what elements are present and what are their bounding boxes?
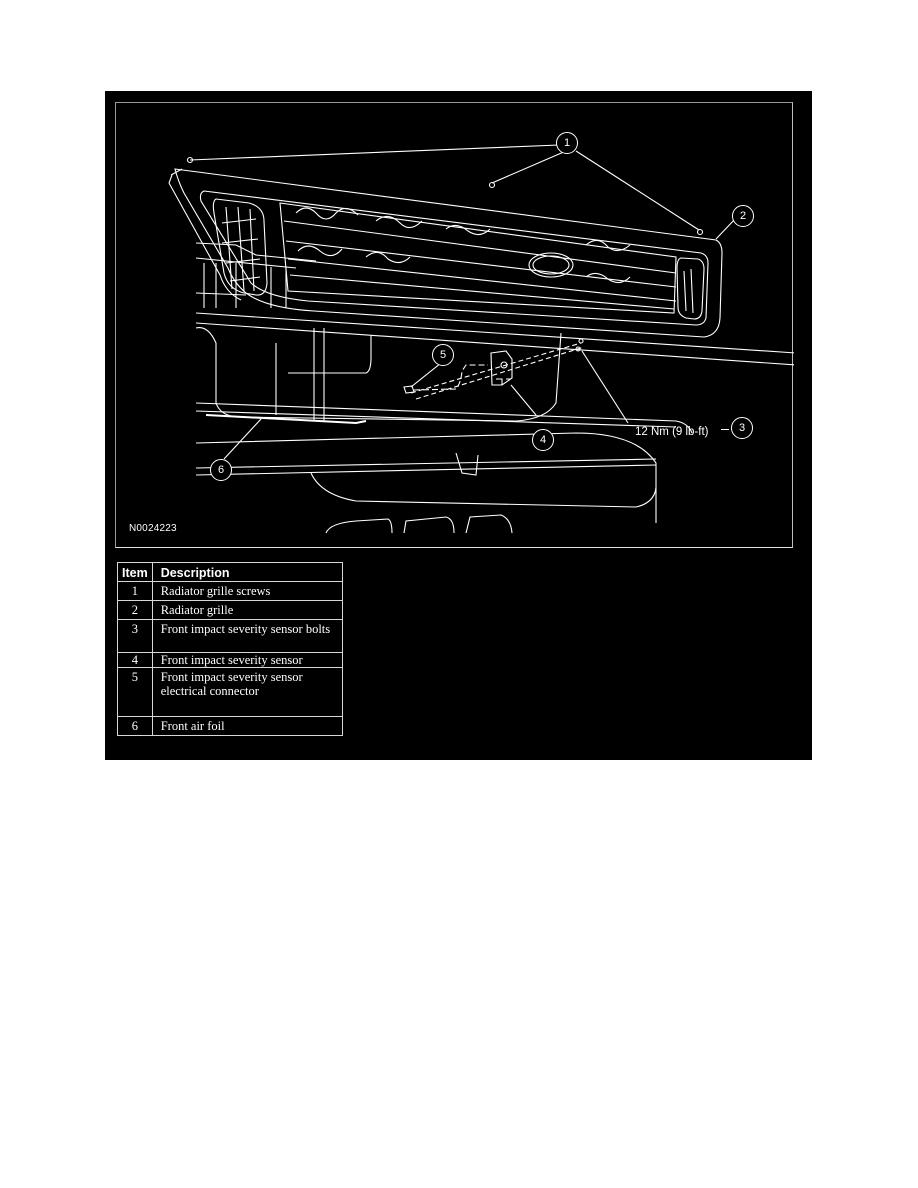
column-header-item: Item bbox=[117, 562, 153, 582]
table-row: 6 Front air foil bbox=[117, 716, 344, 736]
callout-6: 6 bbox=[210, 459, 232, 481]
item-description: Front air foil bbox=[151, 716, 344, 736]
column-header-description: Description bbox=[151, 562, 344, 582]
item-description: Radiator grille screws bbox=[151, 581, 344, 601]
callout-5: 5 bbox=[432, 344, 454, 366]
item-number: 6 bbox=[117, 716, 153, 736]
table-row: 3 Front impact severity sensor bolts bbox=[117, 619, 344, 653]
item-number: 4 bbox=[117, 652, 153, 668]
figure-id: N0024223 bbox=[129, 523, 177, 534]
table-row: 5 Front impact severity sensor electrica… bbox=[117, 667, 344, 717]
item-description: Front impact severity sensor bbox=[151, 652, 344, 668]
item-number: 3 bbox=[117, 619, 153, 653]
item-description: Radiator grille bbox=[151, 600, 344, 620]
callout-1: 1 bbox=[556, 132, 578, 154]
item-description: Front impact severity sensor bolts bbox=[151, 619, 344, 653]
item-number: 1 bbox=[117, 581, 153, 601]
callout-2: 2 bbox=[732, 205, 754, 227]
grille-line-art bbox=[168, 144, 794, 534]
legend-table: Item Description 1 Radiator grille screw… bbox=[117, 562, 344, 736]
item-number: 5 bbox=[117, 667, 153, 717]
table-row: 1 Radiator grille screws bbox=[117, 581, 344, 601]
torque-spec-label: 12 Nm (9 lb-ft) bbox=[635, 426, 709, 438]
item-number: 2 bbox=[117, 600, 153, 620]
figure-frame: 1 2 3 4 5 6 12 Nm (9 lb-ft) N0024223 bbox=[115, 102, 794, 548]
item-description: Front impact severity sensor electrical … bbox=[151, 667, 344, 717]
torque-leader-dash bbox=[721, 429, 729, 430]
table-row: 4 Front impact severity sensor bbox=[117, 652, 344, 668]
callout-4: 4 bbox=[532, 429, 554, 451]
callout-3: 3 bbox=[731, 417, 753, 439]
table-row: 2 Radiator grille bbox=[117, 600, 344, 620]
illustration-panel: 1 2 3 4 5 6 12 Nm (9 lb-ft) N0024223 Ite… bbox=[105, 91, 812, 760]
